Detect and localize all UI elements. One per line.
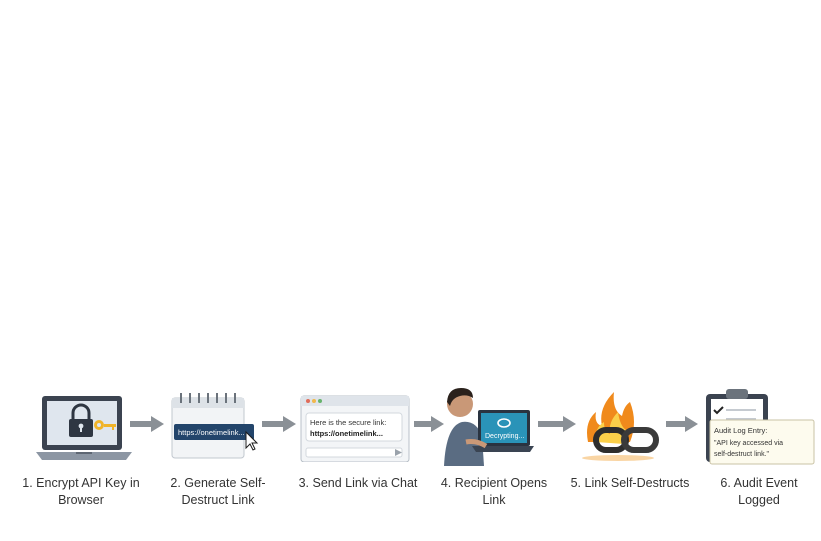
arrow-right-icon <box>262 416 296 432</box>
step-1-label: 1. Encrypt API Key in Browser <box>22 476 140 507</box>
notepad-link-icon: https://onetimelink... <box>171 393 259 459</box>
step-5-label: 5. Link Self-Destructs <box>570 476 690 490</box>
chat-window-icon: Here is the secure link: https://onetime… <box>300 395 410 463</box>
arrow-right-icon <box>414 416 444 432</box>
step-3-label: 3. Send Link via Chat <box>298 476 418 490</box>
step-3-send: Here is the secure link: https://onetime… <box>300 380 412 467</box>
step-4-label: 4. Recipient Opens Link <box>440 476 548 507</box>
decrypting-text: Decrypting... <box>485 433 524 440</box>
person-laptop-icon: Decrypting... <box>444 388 534 466</box>
step-2-label: 2. Generate Self-Destruct Link <box>170 476 266 507</box>
clipboard-log-icon: Audit Log Entry: "API key accessed via s… <box>706 389 815 465</box>
chat-message-line-1: Here is the secure link: <box>310 418 386 427</box>
arrow-right-icon <box>666 416 698 432</box>
step-2-generate: https://onetimelink... <box>170 380 260 467</box>
burning-chain-icon <box>582 392 659 461</box>
step-6-label: 6. Audit Event Logged <box>720 476 798 507</box>
step-4-recipient: Decrypting... <box>442 380 534 471</box>
laptop-lock-icon <box>36 396 132 460</box>
audit-log-title: Audit Log Entry: <box>714 426 767 435</box>
step-6-audit: Audit Log Entry: "API key accessed via s… <box>704 380 816 471</box>
workflow-diagram: 1. Encrypt API Key in Browser https://on… <box>0 380 821 541</box>
audit-log-line-1: "API key accessed via <box>714 440 783 447</box>
audit-log-line-2: self-destruct link." <box>714 451 770 458</box>
chat-message-line-2: https://onetimelink... <box>310 429 383 438</box>
step-1-encrypt <box>36 380 132 467</box>
arrow-right-icon <box>538 416 576 432</box>
step-5-destruct <box>578 380 662 469</box>
generated-link-text: https://onetimelink... <box>178 428 245 437</box>
arrow-right-icon <box>130 416 164 432</box>
